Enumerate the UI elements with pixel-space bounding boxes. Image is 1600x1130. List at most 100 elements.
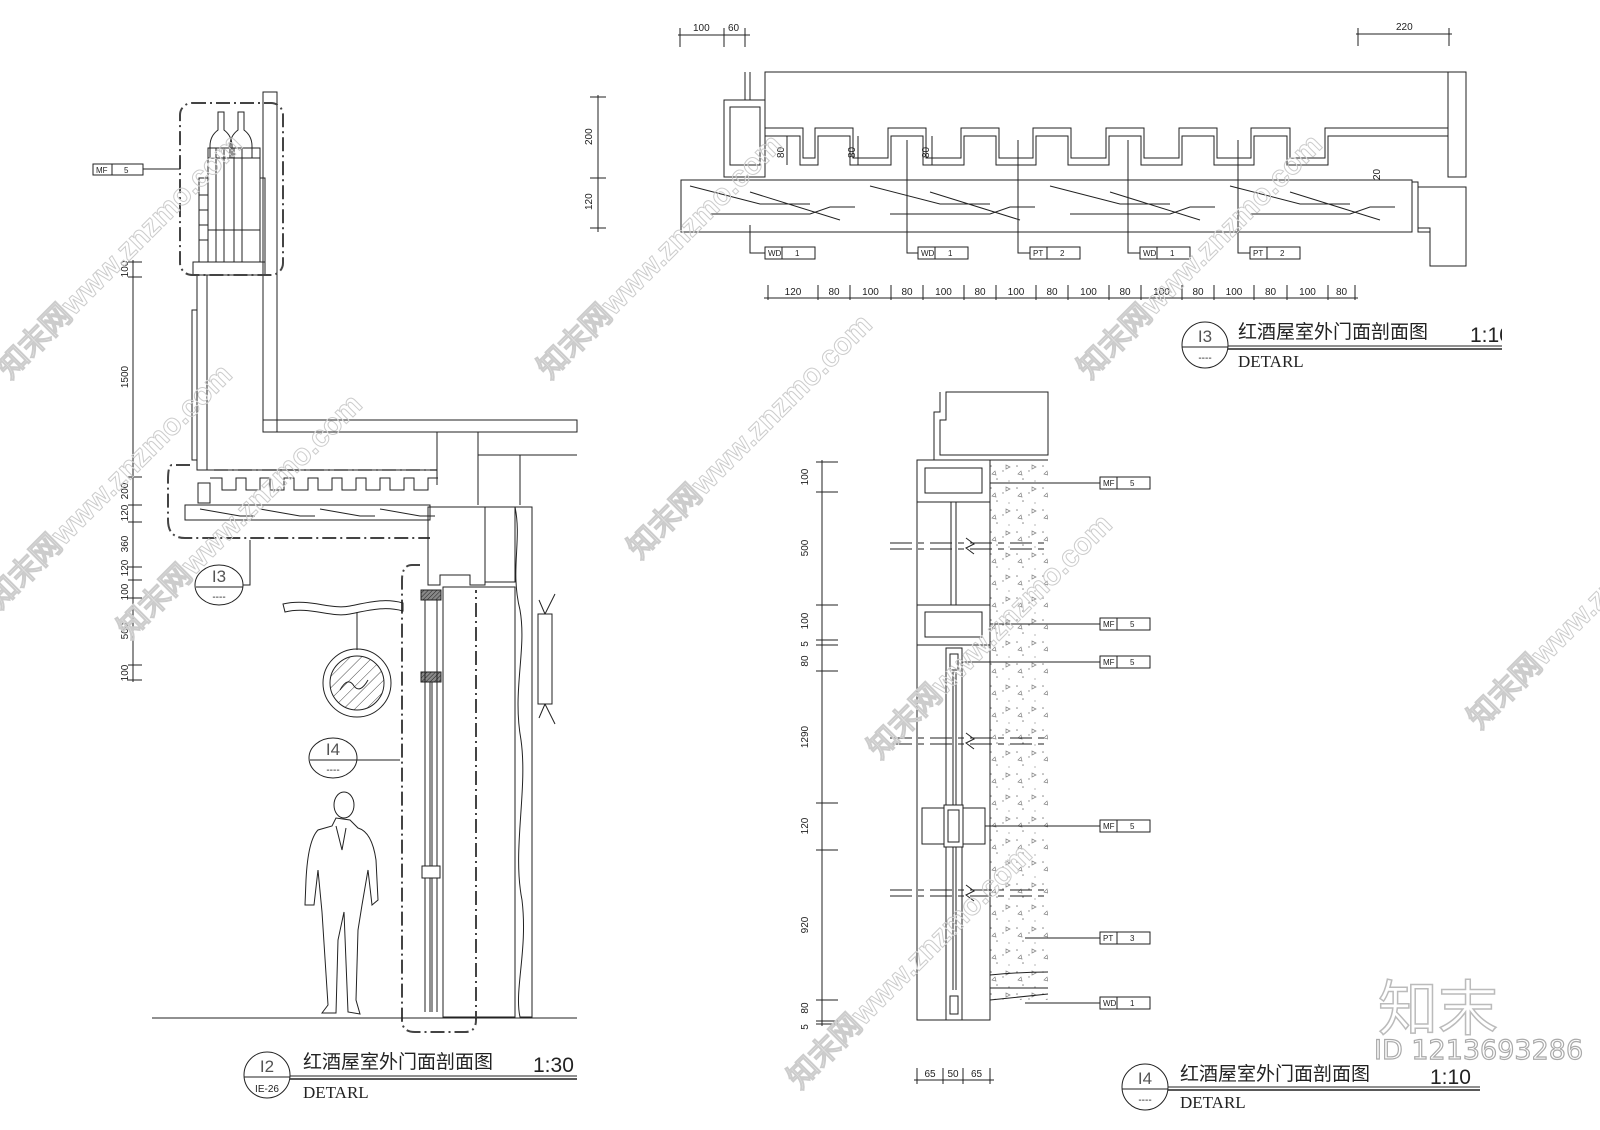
wine-bottle-icon [209,111,253,159]
i3-bottom-dim: 80 [901,287,913,298]
i2-tag-mf: MF 5 [92,163,180,176]
tag-code: MF [1103,479,1115,488]
tag-code: WD [1143,249,1157,258]
i2-side-dim: 360 [120,535,131,552]
i4-scale: 1:10 [1430,1066,1471,1089]
callout-i4[interactable]: I4 ---- [308,737,400,779]
callout-i4-sub: ---- [326,765,339,776]
break-line [890,537,1048,555]
i2-scale: 1:30 [533,1054,574,1077]
i3-groove-dim: 80 [921,146,932,158]
i3-right-block [1417,186,1467,267]
watermarks: 知末网www.znzmo.com知末网www.znzmo.com知末网www.z… [0,127,1600,1095]
i4-bottom-dim: 65 [971,1069,983,1080]
callout-i3[interactable]: I3 ---- [194,540,251,606]
i4-side-dim: 5 [800,1024,811,1030]
tag-number: 1 [948,249,953,258]
i2-wood-cladding [514,506,533,1018]
i4-side-dim: 80 [800,655,811,667]
i3-dim-top-100: 100 [693,23,710,34]
break-line [890,884,1048,902]
i4-side-dim: 120 [800,817,811,834]
wine-rack [192,147,266,276]
i4-side-dimensions: 100 500 100 5 80 1290 120 920 80 5 [800,460,838,1030]
i4-bottom-dim: 50 [947,1069,959,1080]
i4-side-dim: 100 [800,468,811,485]
i3-groove-dim: 80 [847,146,858,158]
tag-code: PT [1033,249,1043,258]
i4-side-dim: 500 [800,539,811,556]
i3-scale: 1:10 [1470,324,1511,347]
i4-bubble-sub: ---- [1138,1095,1151,1106]
hanging-sign [282,600,404,718]
i2-side-dim: 120 [120,504,131,521]
i3-finish-outline [765,135,1448,166]
i4-title-block: I4 ---- 红酒屋室外门面剖面图 1:10 DETARL [1121,1063,1480,1112]
i3-dim-side-200: 200 [584,128,595,145]
i2-header-beam [427,506,486,586]
i3-bottom-dim: 100 [935,287,952,298]
i4-side-dim: 5 [800,641,811,647]
i3-bottom-dim: 100 [1299,287,1316,298]
i4-side-dim: 100 [800,612,811,629]
i3-title: 红酒屋室外门面剖面图 [1238,321,1428,343]
watermark-id: ID 1213693286 [1374,1035,1583,1066]
tag-code: MF [1103,658,1115,667]
i3-bubble-number: I3 [1198,327,1212,346]
tag-code: MF [1103,620,1115,629]
i2-side-dim: 120 [120,559,131,576]
tag-number: 2 [1280,249,1285,258]
i2-bubble-sub: IE-26 [255,1084,279,1095]
section-i2: MF 5 I3 ---- 100150020012036012010050010… [92,91,578,1102]
i3-side-dimensions [590,95,606,232]
i2-wood-plank [184,504,431,521]
i3-bottom-dim: 80 [1046,287,1058,298]
tag-code: MF [96,166,108,175]
i3-bubble-sub: ---- [1198,353,1211,364]
i4-side-dim: 1290 [800,725,811,748]
wall-lamp [537,613,553,705]
i2-side-dim: 100 [120,664,131,681]
callout-i3-sub: ---- [212,592,225,603]
i4-side-dim: 80 [800,1002,811,1014]
i2-title-block: I2 IE-26 红酒屋室外门面剖面图 1:30 DETARL [243,1051,577,1102]
i2-detail-boundary-wine [179,102,284,276]
tag-code: PT [1253,249,1263,258]
i3-gap-dim: 20 [1372,168,1383,180]
callout-i3-number: I3 [212,567,226,586]
i4-material-tag: PT 3 [1025,931,1151,945]
tag-number: 5 [1130,479,1135,488]
i3-bottom-dim: 100 [1226,287,1243,298]
i3-wood-plank [680,179,1413,233]
i3-subtitle: DETARL [1238,352,1304,371]
tag-number: 3 [1130,934,1135,943]
i3-bottom-dim: 80 [1119,287,1131,298]
i3-material-tag: PT 2 [1237,140,1301,260]
tag-code: MF [1103,822,1115,831]
tag-code: PT [1103,934,1113,943]
i4-subtitle: DETARL [1180,1093,1246,1112]
i3-top-dimensions [678,28,1452,47]
i4-material-tag: MF 5 [962,655,1151,669]
i2-side-dim: 500 [120,622,131,639]
i4-break-lines [890,537,1048,902]
i3-bottom-dim: 80 [1336,287,1348,298]
i2-detail-boundary-i4 [401,564,477,1033]
i4-bottom-dim: 65 [924,1069,936,1080]
tag-number: 5 [1130,658,1135,667]
tag-code: WD [1103,999,1117,1008]
i2-side-dim: 200 [120,482,131,499]
i3-bottom-dim: 100 [1080,287,1097,298]
i2-teeth-profile [210,477,438,491]
i3-bottom-dim: 80 [1192,287,1204,298]
watermark-site: 知末网www.znzmo.com [532,128,789,385]
i4-bottom-dimensions: 65 50 65 [914,1068,994,1084]
i3-right-wall [1447,71,1467,178]
i4-side-dim: 920 [800,916,811,933]
